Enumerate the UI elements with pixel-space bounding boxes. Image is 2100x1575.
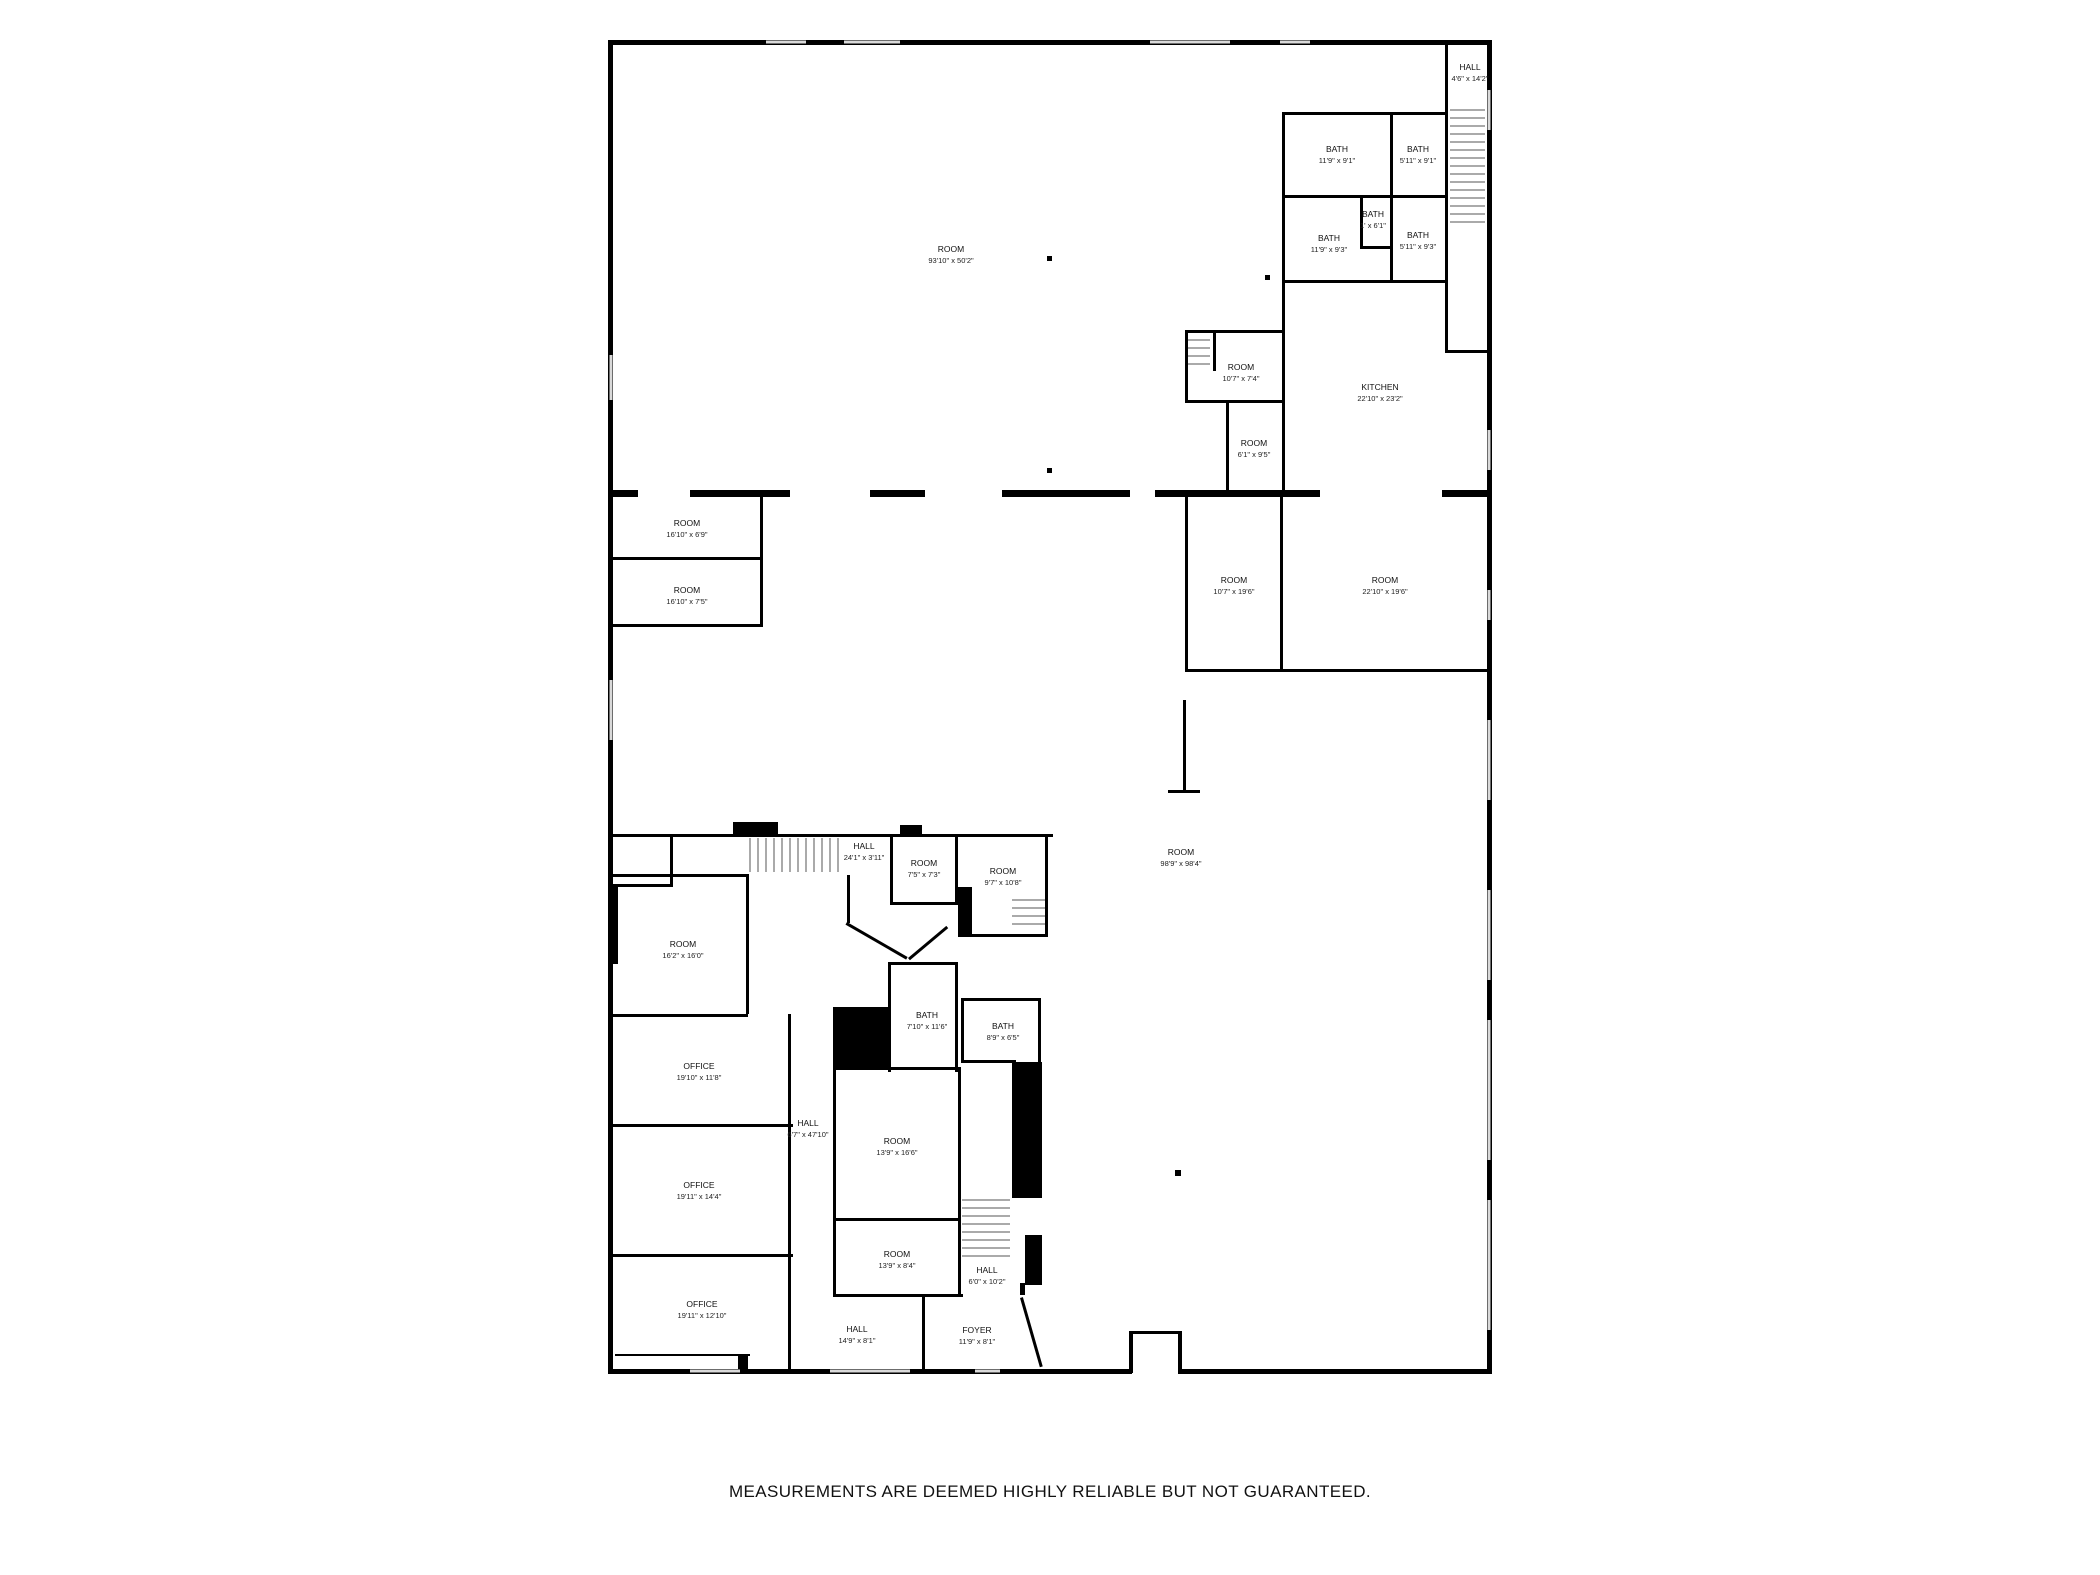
bath-3-dims: 11'9" x 9'3" <box>1311 245 1348 254</box>
bath-lower-2-label: BATH <box>992 1021 1014 1031</box>
room-mid-right-2-label: ROOM <box>1372 575 1398 585</box>
bath-5-label: BATH <box>1407 230 1429 240</box>
foyer-dims: 11'9" x 8'1" <box>959 1337 996 1346</box>
exterior-windows <box>609 40 1491 1373</box>
room-mid-right-1-dims: 10'7" x 19'6" <box>1213 587 1254 596</box>
room-13x8-label: ROOM <box>884 1249 910 1259</box>
room-left-2-label: ROOM <box>674 585 700 595</box>
room-left-1-label: ROOM <box>674 518 700 528</box>
lower-left-rooms <box>613 822 1053 1369</box>
hall-stairs-dims: 24'1" x 3'11" <box>844 853 885 862</box>
hall-long-dims: 6'7" x 47'10" <box>787 1130 828 1139</box>
room-7x7-dims: 7'5" x 7'3" <box>908 870 941 879</box>
bath-1-dims: 11'9" x 9'1" <box>1319 156 1356 165</box>
room-main-top-dims: 93'10" x 50'2" <box>928 256 974 265</box>
hall-6x10-dims: 6'0" x 10'2" <box>969 1277 1006 1286</box>
stairs-top-right <box>1188 109 1485 365</box>
bath-5-dims: 5'11" x 9'3" <box>1400 242 1437 251</box>
bath-2-label: BATH <box>1407 144 1429 154</box>
hall-14x8-label: HALL <box>846 1324 868 1334</box>
hall-top-right-dims: 4'6" x 14'2" <box>1452 74 1489 83</box>
bath-lower-1-label: BATH <box>916 1010 938 1020</box>
room-tiny-label: ROOM <box>1241 438 1267 448</box>
room-mid-right-2-dims: 22'10" x 19'6" <box>1362 587 1408 596</box>
bath-3-label: BATH <box>1318 233 1340 243</box>
room-9x10-dims: 9'7" x 10'8" <box>985 878 1022 887</box>
room-13x16-label: ROOM <box>884 1136 910 1146</box>
mid-left-rooms <box>613 497 763 627</box>
room-main-lower-label: ROOM <box>1168 847 1194 857</box>
room-small-top-dims: 10'7" x 7'4" <box>1223 374 1260 383</box>
bath-2-dims: 5'11" x 9'1" <box>1400 156 1437 165</box>
room-labels: ROOM 93'10" x 50'2" HALL 4'6" x 14'2" BA… <box>662 62 1488 1346</box>
kitchen-dims: 22'10" x 23'2" <box>1357 394 1403 403</box>
bath-lower-1-dims: 7'10" x 11'6" <box>907 1022 948 1031</box>
hall-14x8-dims: 14'9" x 8'1" <box>839 1336 876 1345</box>
office-1-dims: 19'10" x 11'8" <box>677 1073 722 1082</box>
bath-lower-2-dims: 8'9" x 6'5" <box>987 1033 1020 1042</box>
mid-right-rooms <box>1168 497 1487 793</box>
room-13x16-dims: 13'9" x 16'6" <box>876 1148 917 1157</box>
disclaimer-text: MEASUREMENTS ARE DEEMED HIGHLY RELIABLE … <box>728 1482 1372 1501</box>
columns <box>1047 256 1270 1176</box>
room-tiny-dims: 6'1" x 9'5" <box>1238 450 1271 459</box>
room-left-1-dims: 16'10" x 6'9" <box>666 530 707 539</box>
room-left-2-dims: 16'10" x 7'5" <box>666 597 707 606</box>
hall-long-label: HALL <box>797 1118 819 1128</box>
hall-top-right-label: HALL <box>1459 62 1481 72</box>
office-1-label: OFFICE <box>683 1061 714 1071</box>
exterior-walls <box>608 40 1492 1374</box>
foyer-label: FOYER <box>962 1325 991 1335</box>
kitchen-label: KITCHEN <box>1361 382 1398 392</box>
room-7x7-label: ROOM <box>911 858 937 868</box>
bath-4-label: BATH <box>1362 209 1384 219</box>
office-2-label: OFFICE <box>683 1180 714 1190</box>
bath-4-dims: 1' x 6'1" <box>1360 221 1386 230</box>
stairs-lower <box>749 838 1045 1257</box>
room-main-top-label: ROOM <box>938 244 964 254</box>
room-16x16-label: ROOM <box>670 939 696 949</box>
office-3-label: OFFICE <box>686 1299 717 1309</box>
room-16x16-dims: 16'2" x 16'0" <box>662 951 703 960</box>
hall-6x10-label: HALL <box>976 1265 998 1275</box>
room-mid-right-1-label: ROOM <box>1221 575 1247 585</box>
room-small-top-label: ROOM <box>1228 362 1254 372</box>
bath-1-label: BATH <box>1326 144 1348 154</box>
office-2-dims: 19'11" x 14'4" <box>677 1192 722 1201</box>
room-main-lower-dims: 98'9" x 98'4" <box>1160 859 1201 868</box>
middle-wall <box>608 490 1492 497</box>
room-9x10-label: ROOM <box>990 866 1016 876</box>
hall-stairs-label: HALL <box>853 841 875 851</box>
office-3-dims: 19'11" x 12'10" <box>678 1311 727 1320</box>
top-right-rooms <box>1185 45 1487 490</box>
room-13x8-dims: 13'9" x 8'4" <box>879 1261 916 1270</box>
